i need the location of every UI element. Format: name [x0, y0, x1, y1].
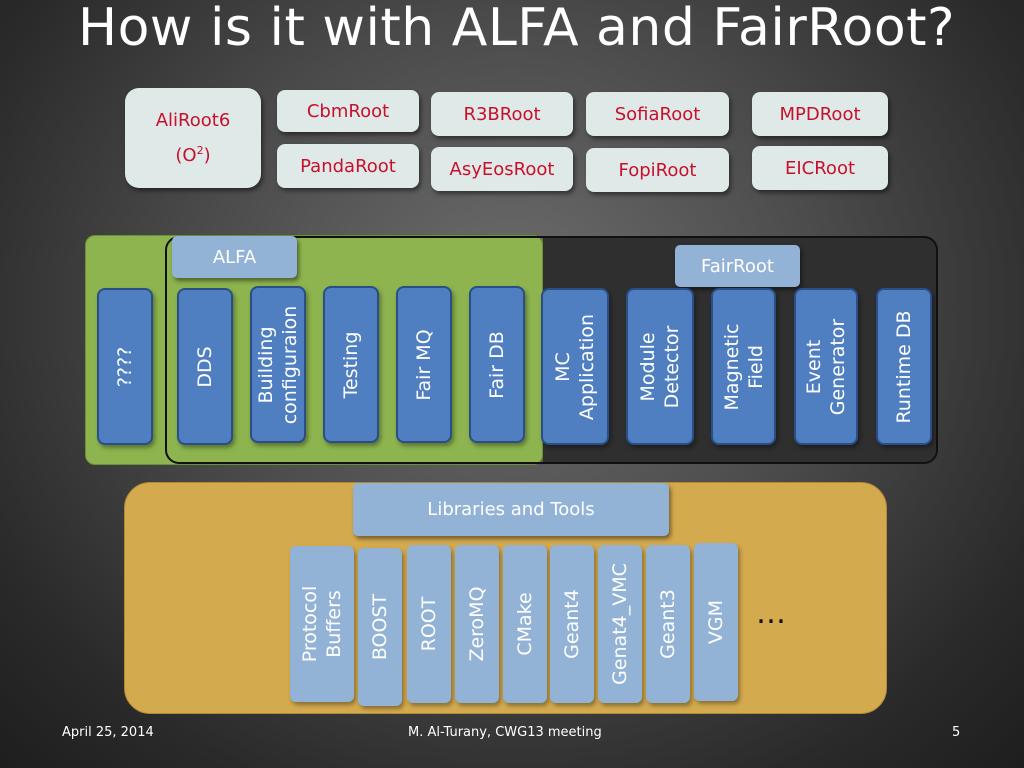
libraries-label: Libraries and Tools [353, 483, 669, 536]
fairroot-component-mc-application: MC Application [541, 288, 609, 445]
slide-title: How is it with ALFA and FairRoot? [78, 0, 956, 58]
footer-date: April 25, 2014 [62, 725, 154, 740]
framework-r3broot: R3BRoot [431, 92, 573, 136]
fairroot-panel [165, 236, 938, 464]
alfa-label: ALFA [172, 236, 297, 278]
aliroot-name: AliRoot6 [155, 109, 231, 131]
library-boost: BOOST [358, 548, 402, 706]
framework-mpdroot: MPDRoot [752, 92, 888, 136]
fairroot-component-runtime-db: Runtime DB [876, 288, 932, 445]
aliroot-o2: (O2) [175, 143, 211, 166]
framework-fopiroot: FopiRoot [586, 148, 729, 192]
framework-cbmroot: CbmRoot [277, 90, 419, 132]
library-genat4-vmc: Genat4_VMC [598, 545, 642, 703]
framework-asyeosroot: AsyEosRoot [431, 147, 573, 191]
library-geant3: Geant3 [646, 545, 690, 703]
alfa-component-dds: DDS [177, 288, 233, 445]
fairroot-component-event-generator: Event Generator [794, 288, 858, 445]
alfa-unknown-component: ???? [97, 288, 153, 445]
alfa-component-testing: Testing [323, 286, 379, 443]
framework-pandaroot: PandaRoot [277, 144, 419, 188]
framework-sofiaroot: SofiaRoot [586, 92, 729, 136]
footer-author: M. Al-Turany, CWG13 meeting [408, 725, 602, 740]
library-geant4: Geant4 [550, 545, 594, 703]
library-vgm: VGM [694, 543, 738, 701]
framework-eicroot: EICRoot [752, 146, 888, 190]
alfa-component-fair-mq: Fair MQ [396, 286, 452, 443]
fairroot-component-magnetic-field: Magnetic Field [711, 288, 776, 445]
footer-page-number: 5 [952, 725, 961, 740]
fairroot-component-module-detector: Module Detector [626, 288, 694, 445]
fairroot-label: FairRoot [675, 245, 800, 287]
framework-aliroot: AliRoot6 (O2) [125, 88, 261, 188]
library-zeromq: ZeroMQ [455, 545, 499, 703]
library-cmake: CMake [503, 545, 547, 703]
library-protocol-buffers: Protocol Buffers [290, 546, 354, 702]
alfa-panel [85, 235, 543, 465]
libraries-more-ellipsis: … [756, 596, 787, 631]
alfa-component-building-configuration: Building configuraion [250, 286, 306, 443]
library-root: ROOT [407, 545, 451, 703]
alfa-component-fair-db: Fair DB [469, 286, 525, 443]
